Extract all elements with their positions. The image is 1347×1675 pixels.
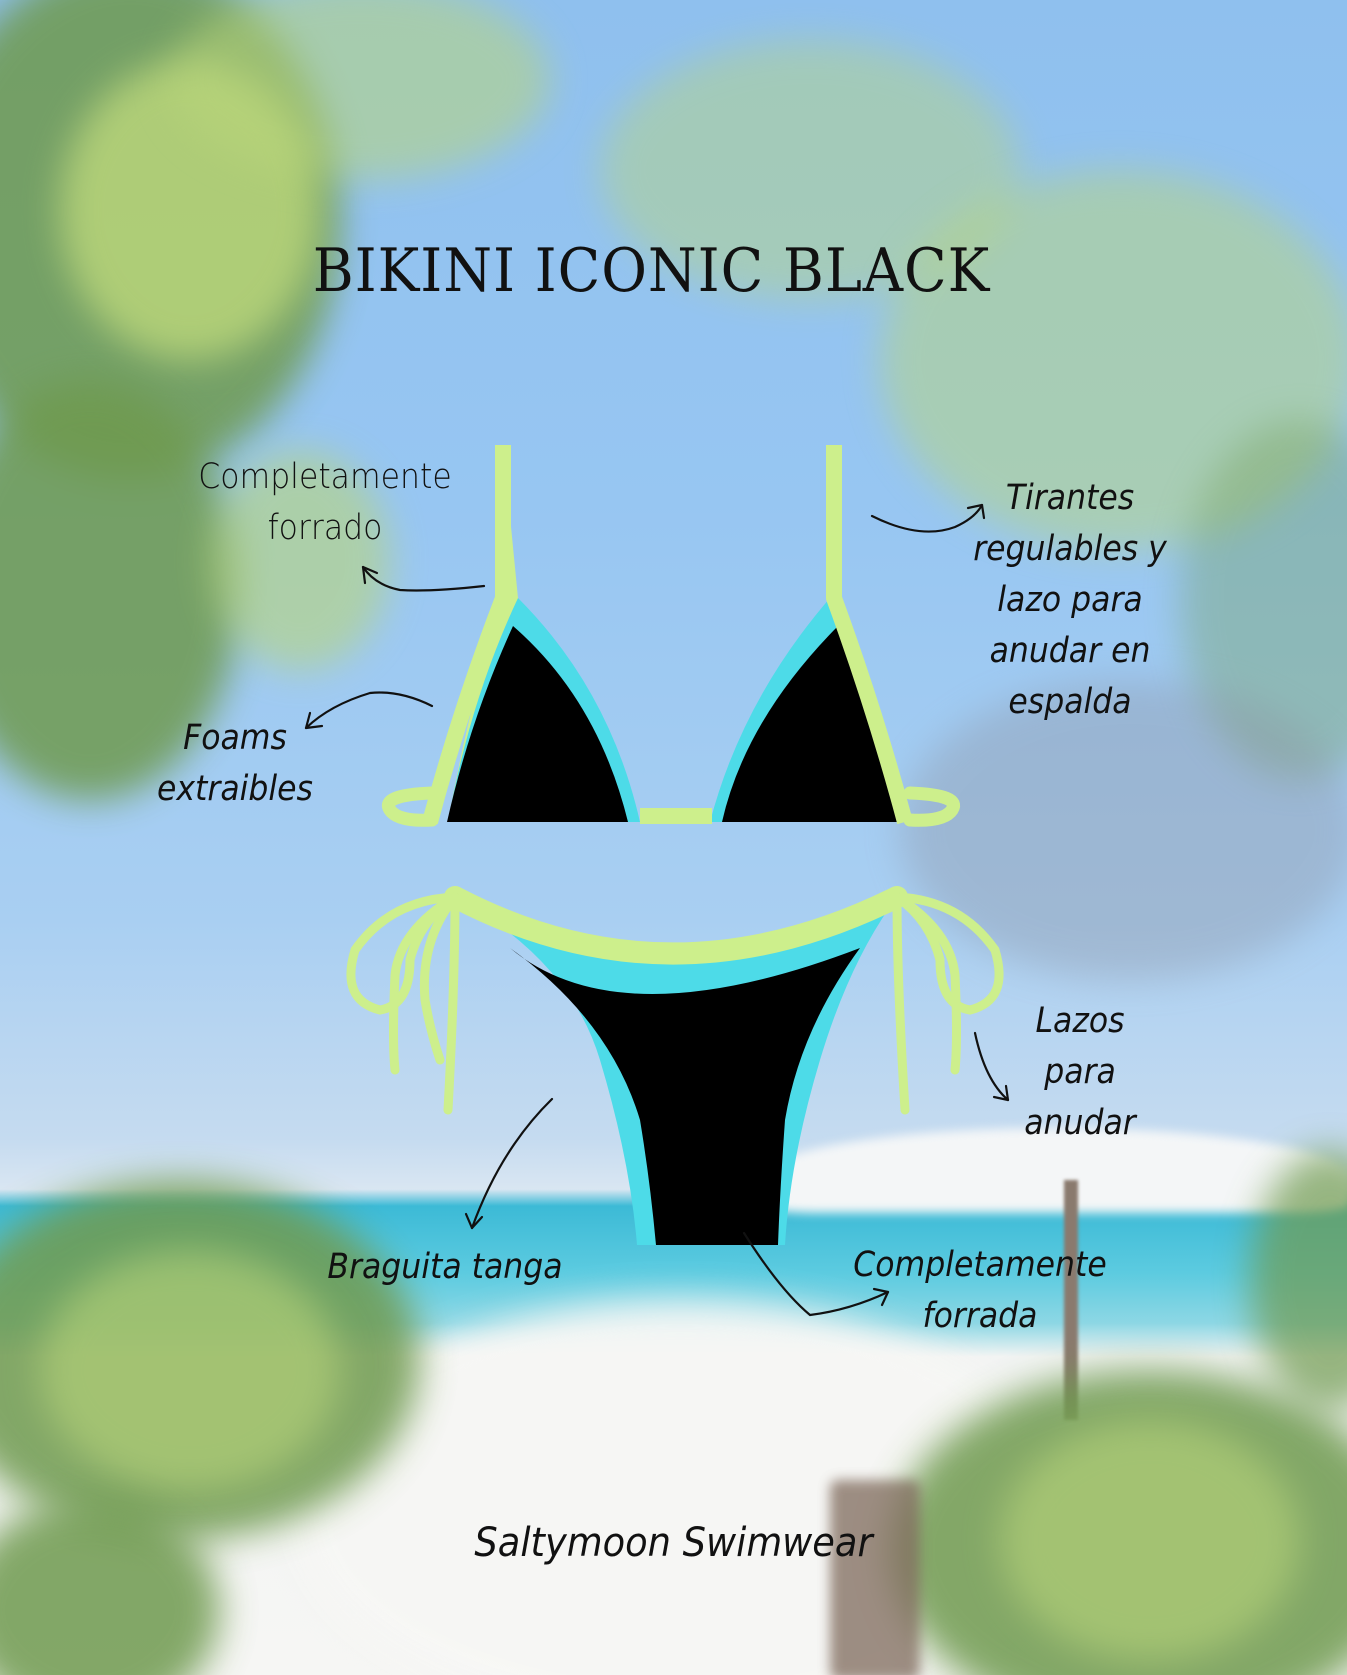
label-line: Completamente — [198, 457, 452, 497]
page-title: BIKINI ICONIC BLACK — [312, 236, 991, 306]
label-line: anudar en — [989, 631, 1151, 671]
center-gore — [640, 808, 712, 824]
label-line: espalda — [1008, 682, 1132, 722]
label-line: anudar — [1024, 1103, 1136, 1143]
label-thong: Braguita tanga — [306, 1242, 585, 1293]
bikini-bottom — [346, 886, 1004, 1245]
label-line: Foams — [183, 718, 287, 758]
label-straps: Tirantes regulables y lazo para anudar e… — [962, 473, 1178, 728]
brand-name: Saltymoon Swimwear — [474, 1520, 873, 1566]
label-line: Braguita tanga — [327, 1247, 563, 1287]
label-line: para — [1044, 1052, 1116, 1092]
curved-arrow-icon — [304, 503, 1010, 1317]
label-line: Tirantes — [1005, 478, 1135, 518]
label-lined-top: Completamente forrado — [186, 452, 465, 554]
bikini-top-right-cup — [710, 445, 913, 825]
label-line: Completamente — [853, 1245, 1107, 1285]
label-line: forrada — [922, 1296, 1038, 1336]
label-ties: Lazos para anudar — [999, 996, 1161, 1149]
label-foams: Foams extraibles — [145, 713, 325, 815]
label-line: extraibles — [157, 769, 313, 809]
label-line: Lazos — [1035, 1001, 1125, 1041]
label-lined-bottom: Completamente forrada — [836, 1240, 1124, 1342]
label-line: forrado — [267, 508, 383, 548]
label-line: lazo para — [997, 580, 1143, 620]
label-line: regulables y — [973, 529, 1167, 569]
bikini-top-left-cup — [422, 445, 640, 825]
